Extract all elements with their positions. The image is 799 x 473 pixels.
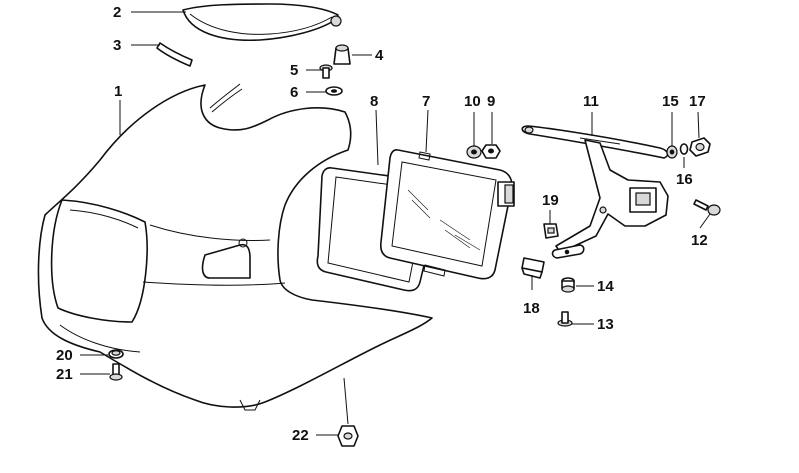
nut-22-part — [337, 425, 359, 447]
callout-12: 12 — [691, 232, 708, 249]
callout-6: 6 — [290, 84, 298, 101]
callout-7: 7 — [422, 93, 430, 110]
washer-10-part — [466, 145, 482, 159]
callout-labels: 2 3 4 5 6 1 8 7 10 9 11 15 17 16 12 19 1… — [56, 4, 708, 444]
callout-9: 9 — [487, 93, 495, 110]
callout-10: 10 — [464, 93, 481, 110]
callout-19: 19 — [542, 192, 559, 209]
callout-15: 15 — [662, 93, 679, 110]
headlight-part — [379, 149, 515, 280]
screen-trim-part — [182, 3, 342, 42]
callout-2: 2 — [113, 4, 121, 21]
bolt-12-part — [693, 199, 721, 216]
callout-21: 21 — [56, 366, 73, 383]
grommet-part — [333, 44, 351, 65]
callout-5: 5 — [290, 62, 298, 79]
nut-9-part — [481, 144, 501, 159]
leader-lines — [80, 11, 711, 436]
callout-4: 4 — [375, 47, 384, 64]
callout-22: 22 — [292, 427, 309, 444]
callout-1: 1 — [114, 83, 122, 100]
rubber-strip-part — [156, 42, 193, 67]
callout-11: 11 — [583, 93, 599, 110]
nut-17-part — [689, 137, 711, 157]
callout-8: 8 — [370, 93, 378, 110]
rubber-bush-14-part — [561, 277, 575, 293]
clip-18-part — [521, 257, 545, 279]
callout-16: 16 — [676, 171, 693, 188]
washer-part — [325, 86, 343, 96]
bracket-part — [521, 125, 669, 259]
screw-part — [319, 64, 333, 79]
callout-17: 17 — [689, 93, 706, 110]
washer-15-part — [666, 145, 678, 159]
callout-20: 20 — [56, 347, 73, 364]
callout-13: 13 — [597, 316, 614, 333]
screw-13-part — [557, 311, 573, 327]
clip-nut-19-part — [543, 223, 559, 239]
fairing-part — [37, 83, 433, 411]
callout-14: 14 — [597, 278, 614, 295]
callout-18: 18 — [523, 300, 540, 317]
spring-washer-16-part — [679, 143, 689, 155]
washer-20-part — [108, 349, 124, 359]
callout-3: 3 — [113, 37, 121, 54]
screw-21-part — [109, 363, 123, 381]
